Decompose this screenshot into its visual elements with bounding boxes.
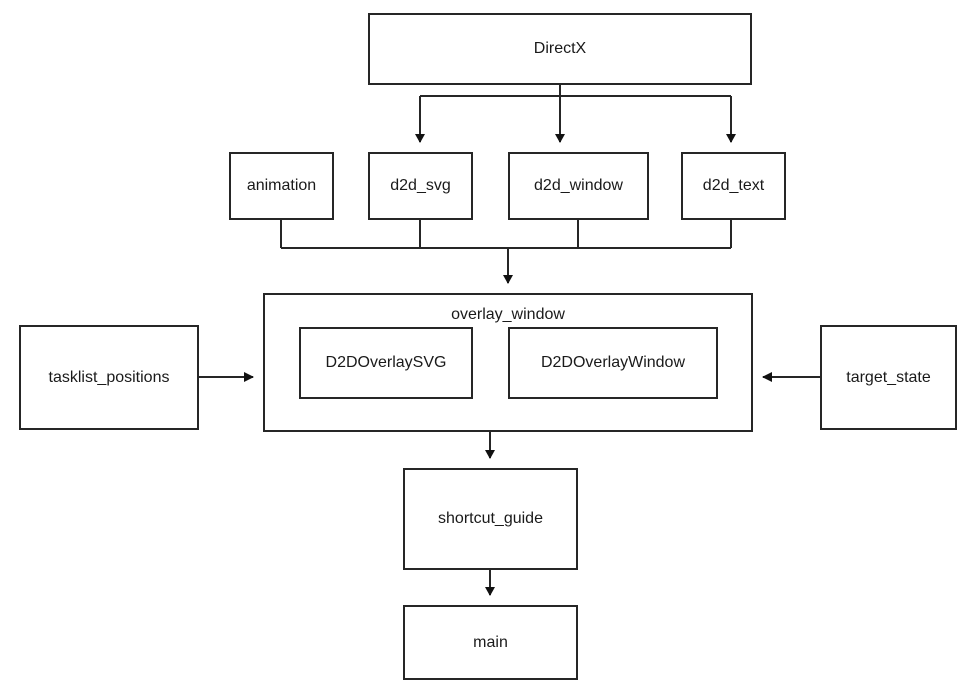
node-d2d-text-label: d2d_text [702, 177, 765, 195]
node-d2d-overlay-window-label: D2DOverlayWindow [540, 354, 686, 372]
node-tasklist-positions-label: tasklist_positions [48, 368, 170, 386]
node-d2d-svg-label: d2d_svg [390, 177, 451, 195]
node-shortcut-guide[interactable]: shortcut_guide [403, 468, 578, 570]
node-d2d-overlay-svg[interactable]: D2DOverlaySVG [299, 327, 473, 399]
edge-directx-fanout [415, 85, 736, 143]
node-d2d-overlay-window[interactable]: D2DOverlayWindow [508, 327, 718, 399]
node-d2d-text[interactable]: d2d_text [681, 152, 786, 220]
node-animation-label: animation [246, 177, 317, 195]
node-d2d-svg[interactable]: d2d_svg [368, 152, 473, 220]
node-d2d-window-label: d2d_window [534, 177, 623, 195]
node-directx[interactable]: DirectX [368, 13, 752, 85]
node-shortcut-guide-label: shortcut_guide [438, 510, 543, 528]
node-animation[interactable]: animation [229, 152, 334, 220]
node-overlay-window-label: overlay_window [451, 306, 565, 323]
node-d2d-overlay-svg-label: D2DOverlaySVG [325, 354, 447, 372]
edge-row2-merge-bus [280, 220, 732, 284]
node-tasklist-positions[interactable]: tasklist_positions [19, 325, 199, 430]
node-d2d-window[interactable]: d2d_window [508, 152, 649, 220]
node-target-state[interactable]: target_state [820, 325, 957, 430]
node-directx-label: DirectX [533, 40, 587, 58]
node-main-label: main [473, 633, 508, 651]
node-main[interactable]: main [403, 605, 578, 680]
node-target-state-label: target_state [846, 368, 931, 386]
